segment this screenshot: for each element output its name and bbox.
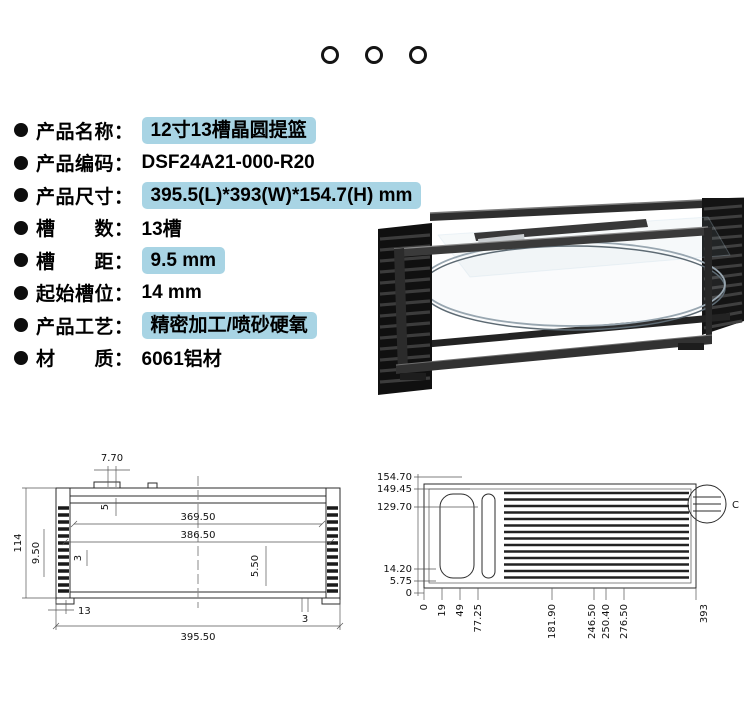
binder-rings: [321, 46, 427, 64]
spec-label: 产品工艺：: [36, 316, 134, 338]
spec-value: 14 mm: [141, 281, 202, 303]
spec-row-name: 产品名称： 12寸13槽晶圆提篮: [14, 114, 421, 147]
spec-value: 13槽: [141, 219, 182, 241]
spec-row-size: 产品尺寸： 395.5(L)*393(W)*154.7(H) mm: [14, 179, 422, 212]
side-view-lines: [414, 474, 727, 600]
spec-row-slot-pitch: 槽 距： 9.5 mm: [14, 244, 421, 277]
bullet-icon: [14, 220, 28, 235]
bullet-icon: [14, 253, 28, 268]
dim-overall-width: 395.50: [181, 632, 216, 643]
bullet-icon: [14, 155, 28, 170]
ordinate-x-8: 393: [699, 604, 710, 623]
dim-base-height-2: 0: [406, 588, 412, 599]
spec-row-process: 产品工艺： 精密加工/喷砂硬氧: [14, 309, 421, 342]
ordinate-x-6: 250.40: [601, 604, 612, 639]
front-view-drawing: 7.70 5 369.50 386.50 114 9.50 3 5.50 13 …: [13, 453, 344, 643]
bullet-icon: [14, 123, 28, 138]
ordinate-x-2: 49: [455, 604, 466, 617]
ordinate-x-1: 19: [437, 604, 448, 617]
ordinate-x-0: 0: [419, 604, 430, 610]
ordinate-x-7: 276.50: [619, 604, 630, 639]
ring-icon: [365, 46, 383, 64]
spec-row-start-slot: 起始槽位： 14 mm: [14, 277, 421, 310]
spec-label: 槽 距：: [36, 251, 134, 273]
bullet-icon: [14, 350, 28, 365]
spec-label: 材 质：: [36, 349, 134, 371]
ordinate-x-3: 77.25: [473, 604, 484, 633]
spec-value: 精密加工/喷砂硬氧: [141, 311, 317, 339]
spec-row-material: 材 质： 6061铝材: [14, 342, 421, 375]
spec-value: 9.5 mm: [141, 246, 225, 274]
dim-slot-width-left: 3: [73, 555, 84, 561]
bullet-icon: [14, 188, 28, 203]
dim-center-width: 5.50: [250, 555, 261, 577]
dim-slot-width-right: 3: [302, 614, 308, 625]
spec-list: 产品名称： 12寸13槽晶圆提篮 产品编码： DSF24A21-000-R20 …: [14, 114, 422, 375]
spec-label: 产品尺寸：: [36, 186, 134, 208]
product-image: [378, 197, 745, 395]
spec-label: 槽 数：: [36, 219, 134, 241]
dim-height-2: 129.70: [377, 502, 412, 513]
bullet-icon: [14, 318, 28, 333]
spec-label: 产品编码：: [36, 154, 134, 176]
dim-slot-offset-top: 7.70: [101, 453, 123, 464]
spec-label: 起始槽位：: [36, 284, 134, 306]
spec-value: 395.5(L)*393(W)*154.7(H) mm: [141, 181, 422, 209]
dim-height-0: 154.70: [377, 472, 412, 483]
bullet-icon: [14, 285, 28, 300]
side-view-drawing: C 154.70 149.45 129.70 14.20 5.75 0 0 19…: [377, 472, 739, 639]
dim-base-height-0: 14.20: [383, 564, 412, 575]
dim-slot-pitch: 9.50: [31, 542, 42, 564]
dim-base-height-1: 5.75: [390, 576, 412, 587]
spec-label: 产品名称：: [36, 121, 134, 143]
spec-value: 12寸13槽晶圆提篮: [141, 116, 316, 144]
dim-inner-width: 369.50: [181, 512, 216, 523]
dim-overall-height: 114: [13, 533, 24, 552]
dim-rail-thickness: 5: [100, 504, 111, 510]
spec-value: 6061铝材: [141, 349, 222, 371]
spec-row-code: 产品编码： DSF24A21-000-R20: [14, 147, 421, 180]
detail-label: C: [732, 500, 739, 511]
spec-value: DSF24A21-000-R20: [141, 151, 315, 173]
dim-mid-width: 386.50: [181, 530, 216, 541]
spec-row-slot-count: 槽 数： 13槽: [14, 212, 421, 245]
ring-icon: [409, 46, 427, 64]
front-view-lines: [22, 466, 344, 630]
dim-height-1: 149.45: [377, 484, 412, 495]
dim-first-slot: 13: [78, 606, 91, 617]
ordinate-x-4: 181.90: [547, 604, 558, 639]
ring-icon: [321, 46, 339, 64]
ordinate-x-5: 246.50: [587, 604, 598, 639]
